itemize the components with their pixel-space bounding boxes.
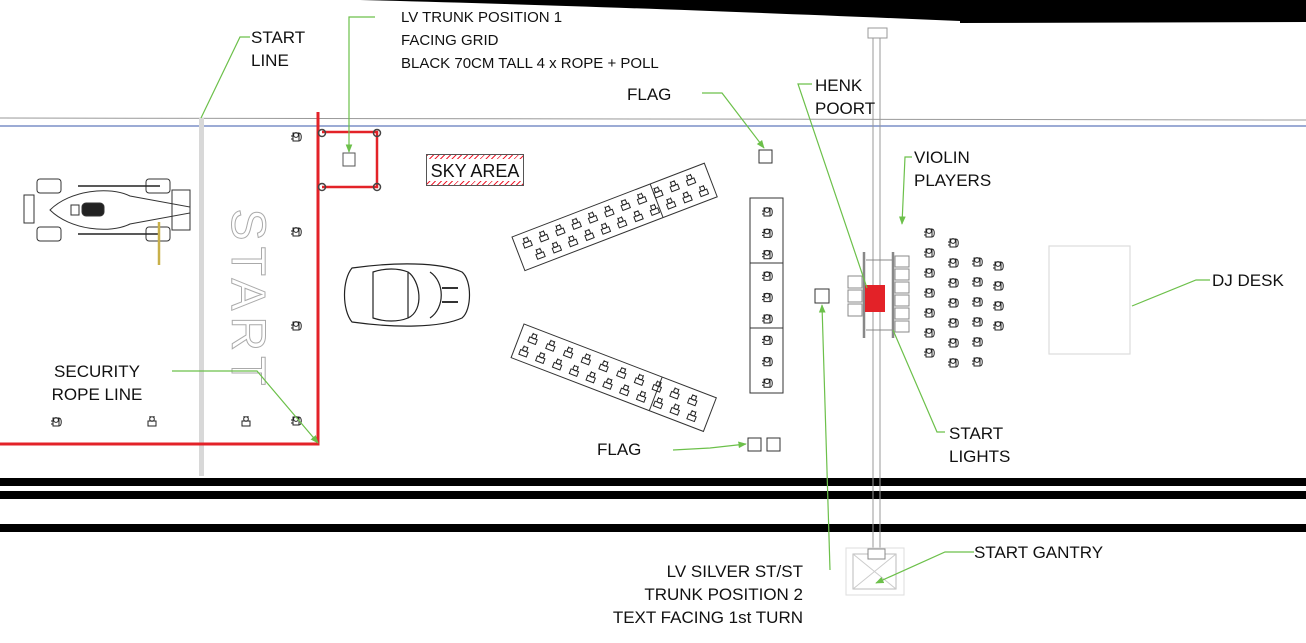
track-edge-top bbox=[360, 0, 1306, 23]
violin-player bbox=[923, 308, 935, 318]
label-lv-trunk-2: LV SILVER ST/ST TRUNK POSITION 2 TEXT FA… bbox=[612, 562, 803, 627]
leader-henk-poort bbox=[797, 83, 868, 289]
violin-player bbox=[947, 278, 959, 288]
flag-top bbox=[758, 149, 773, 164]
violin-player bbox=[923, 268, 935, 278]
label-violin-players: VIOLIN PLAYERS bbox=[914, 148, 992, 190]
leader-security bbox=[172, 370, 319, 444]
label-lv-trunk-1: LV TRUNK POSITION 1 FACING GRID BLACK 70… bbox=[401, 9, 659, 72]
leader-lv-trunk-1 bbox=[345, 16, 375, 153]
flag-bottom-2 bbox=[766, 437, 781, 452]
violin-player bbox=[923, 248, 935, 258]
violin-player bbox=[947, 358, 959, 368]
violin-players bbox=[923, 228, 1004, 368]
leader-start-lights bbox=[892, 329, 945, 433]
label-flag-bottom: FLAG bbox=[597, 440, 642, 459]
leader-dj-desk bbox=[1131, 279, 1210, 307]
violin-player bbox=[923, 288, 935, 298]
security-rope-line bbox=[0, 112, 320, 446]
violin-player bbox=[947, 298, 959, 308]
violin-player bbox=[971, 357, 983, 367]
violin-player bbox=[947, 318, 959, 328]
track-edge-bottom-1 bbox=[0, 478, 1306, 486]
lower-stand bbox=[510, 323, 717, 433]
violin-player bbox=[923, 348, 935, 358]
violin-player bbox=[971, 317, 983, 327]
leader-start-line bbox=[200, 36, 250, 119]
security-person bbox=[290, 227, 302, 237]
lv-trunk-2 bbox=[814, 288, 830, 304]
violin-player bbox=[971, 297, 983, 307]
security-person bbox=[290, 321, 302, 331]
leader-lv-trunk-2 bbox=[818, 304, 831, 571]
violin-player bbox=[992, 281, 1004, 291]
track-edge-bottom-3 bbox=[0, 524, 1306, 532]
track-start-marking: START bbox=[221, 209, 274, 392]
violin-player bbox=[923, 328, 935, 338]
security-person bbox=[50, 417, 62, 427]
violin-player bbox=[947, 238, 959, 248]
security-person bbox=[290, 132, 302, 142]
violin-player bbox=[947, 258, 959, 268]
leader-flag-bottom bbox=[672, 441, 747, 451]
violin-player bbox=[947, 338, 959, 348]
violin-player bbox=[992, 261, 1004, 271]
sky-area-label: SKY AREA bbox=[427, 159, 523, 181]
vertical-stand bbox=[749, 197, 784, 394]
violin-player bbox=[923, 228, 935, 238]
violin-player bbox=[971, 337, 983, 347]
f1-car bbox=[23, 178, 191, 265]
label-start-line: START LINE bbox=[251, 28, 306, 70]
dj-desk bbox=[1048, 245, 1131, 355]
sky-area: SKY AREA bbox=[426, 154, 524, 186]
road-car bbox=[343, 263, 471, 327]
start-lights-assembly bbox=[847, 252, 910, 338]
label-henk-poort: HENK POORT bbox=[815, 76, 876, 118]
start-line bbox=[199, 118, 204, 476]
security-person bbox=[147, 415, 157, 427]
flag-bottom-1 bbox=[747, 437, 762, 452]
leader-violin bbox=[898, 156, 912, 225]
grid-line-grey bbox=[0, 117, 1306, 121]
violin-player bbox=[971, 277, 983, 287]
violin-player bbox=[971, 257, 983, 267]
violin-player bbox=[992, 321, 1004, 331]
violin-player bbox=[992, 301, 1004, 311]
label-flag-top: FLAG bbox=[627, 85, 672, 104]
track-edge-bottom-2 bbox=[0, 491, 1306, 499]
start-lights-box bbox=[865, 285, 885, 312]
leader-flag-top bbox=[702, 92, 765, 149]
label-start-lights: START LIGHTS bbox=[949, 424, 1011, 466]
leader-start-gantry bbox=[875, 551, 974, 584]
label-dj-desk: DJ DESK bbox=[1212, 271, 1284, 290]
upper-stand bbox=[511, 162, 718, 272]
label-start-gantry: START GANTRY bbox=[974, 543, 1104, 562]
label-security-rope-line: SECURITY ROPE LINE bbox=[51, 362, 143, 404]
security-person bbox=[241, 415, 251, 427]
